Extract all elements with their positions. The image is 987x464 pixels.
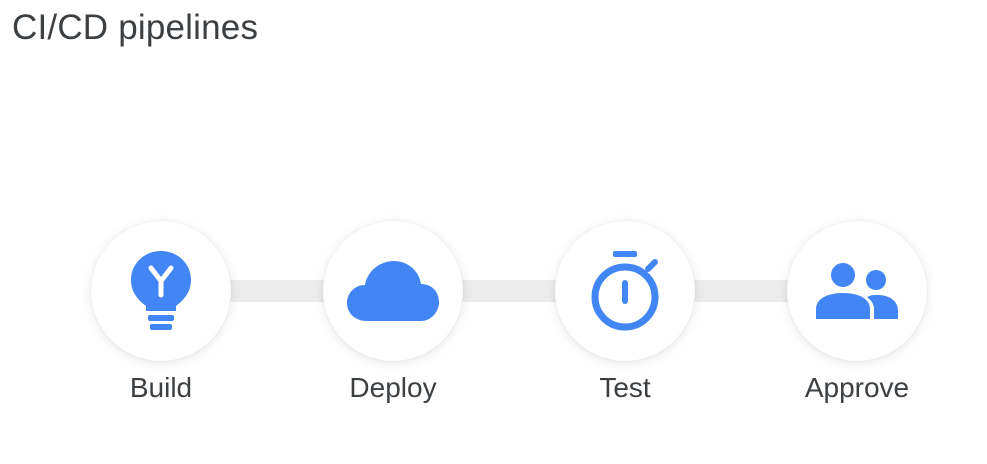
stopwatch-icon — [588, 249, 662, 333]
step-label-deploy: Deploy — [349, 372, 437, 403]
connector-test-approve — [690, 280, 795, 302]
step-approve — [787, 221, 927, 361]
connector-deploy-test — [458, 280, 563, 302]
step-label-build: Build — [129, 372, 193, 403]
lightbulb-icon — [129, 249, 193, 333]
step-label-approve: Approve — [804, 372, 910, 403]
connector-build-deploy — [225, 280, 330, 302]
step-build — [91, 221, 231, 361]
cloud-icon — [345, 259, 441, 323]
page-title: CI/CD pipelines — [12, 8, 259, 47]
step-test — [555, 221, 695, 361]
step-label-test: Test — [599, 372, 651, 403]
people-icon — [814, 261, 900, 321]
step-deploy — [323, 221, 463, 361]
